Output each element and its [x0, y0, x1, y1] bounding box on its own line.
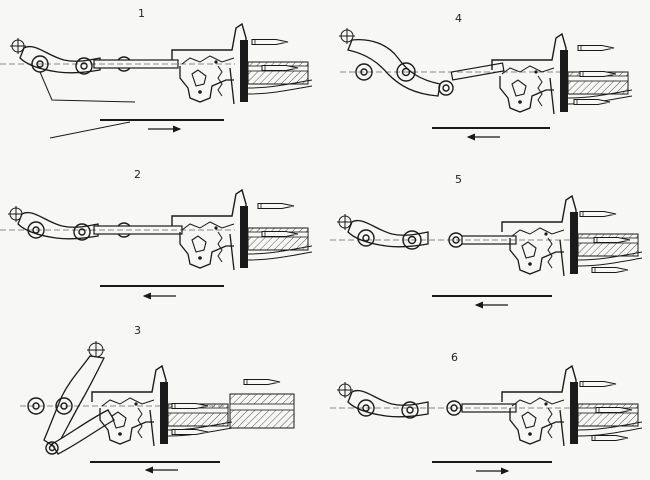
toggle-link	[51, 409, 115, 455]
panel-number-label: 1	[138, 7, 145, 20]
cartridge	[579, 211, 617, 217]
toggle-link	[347, 38, 441, 97]
panel-2: 2	[0, 168, 313, 300]
cartridge	[579, 381, 617, 387]
cartridge	[591, 267, 629, 273]
panel-number-label: 2	[134, 168, 141, 181]
panel-4: 4	[339, 12, 633, 141]
pivot-crosshair	[337, 382, 353, 398]
panel-number-label: 3	[134, 324, 141, 337]
panel-number-label: 5	[455, 173, 462, 186]
breech-assembly	[501, 195, 643, 277]
barrel-block	[229, 393, 295, 429]
pivot-crosshair	[339, 28, 355, 44]
leader-lines	[39, 71, 136, 139]
cartridge	[171, 429, 209, 435]
breech-assembly	[501, 365, 643, 447]
panel-1: 1	[0, 7, 313, 139]
bolt-rod	[450, 62, 505, 81]
cartridge	[243, 379, 281, 385]
panel-3: 3	[20, 324, 295, 474]
pivot-crosshair	[337, 214, 353, 230]
panel-5: 5	[330, 173, 643, 309]
cartridge	[591, 435, 629, 441]
panel-number-label: 6	[451, 351, 458, 364]
cartridge	[251, 39, 289, 45]
panel-6: 6	[330, 351, 643, 475]
cartridge	[257, 203, 295, 209]
cartridge	[577, 45, 615, 51]
pivot-crosshair	[10, 38, 26, 54]
panel-number-label: 4	[455, 12, 462, 25]
